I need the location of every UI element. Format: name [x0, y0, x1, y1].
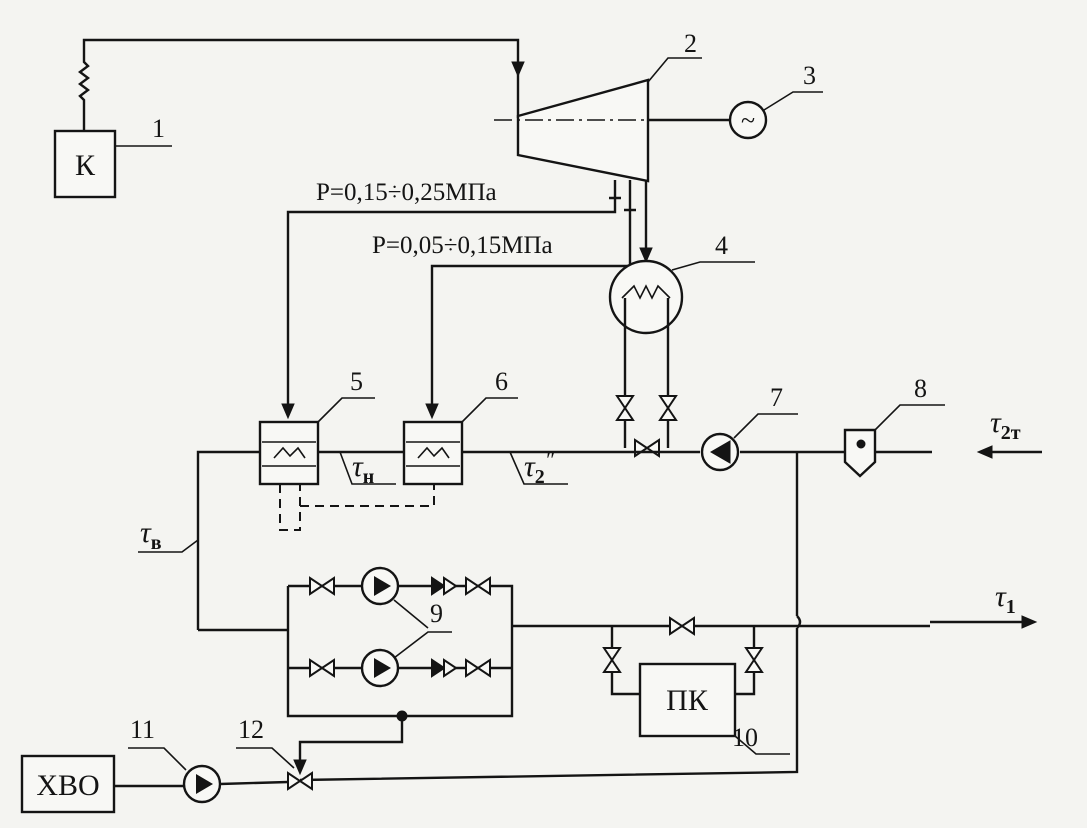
temp-after-upper: τв [140, 516, 162, 554]
water-treatment-label: ХВО [36, 769, 99, 802]
main-steam-line [78, 38, 525, 130]
condensate-pump: 7 [700, 383, 798, 472]
label-11: 11 [130, 715, 155, 744]
label-12: 12 [238, 715, 264, 744]
label-5: 5 [350, 367, 363, 396]
condenser: 4 [608, 231, 755, 335]
extraction-lower-pressure: P=0,05÷0,15МПа [372, 232, 553, 259]
return-arrow: τ2т [976, 406, 1042, 459]
generator: ~ 3 [648, 61, 823, 140]
makeup-line: ХВО 11 12 [20, 715, 313, 814]
label-6: 6 [495, 367, 508, 396]
exhaust-steam-line [639, 180, 653, 264]
condenser-water-lines [616, 298, 677, 457]
supply-temperature: τ1 [995, 580, 1016, 618]
heater-line [196, 450, 932, 630]
temp-after-condenser: τ2″ [524, 447, 555, 488]
turbine: 2 [494, 29, 702, 183]
network-pump-block: 9 [198, 566, 930, 776]
temp-after-lower: τн [352, 450, 374, 488]
heater-upper: 5 [258, 367, 375, 486]
boiler: К 1 [53, 114, 172, 199]
label-10: 10 [732, 723, 758, 752]
boiler-label: К [75, 149, 96, 182]
label-4: 4 [715, 231, 728, 260]
extraction-lines: P=0,15÷0,25МПа P=0,05÷0,15МПа [281, 179, 636, 420]
temperature-labels: τв τн τ2″ [138, 447, 568, 554]
label-2: 2 [684, 29, 697, 58]
label-7: 7 [770, 383, 783, 412]
label-1: 1 [152, 114, 165, 143]
return-temperature: τ2т [990, 406, 1021, 444]
peak-boiler-label: ПК [666, 684, 709, 717]
supply-arrow: τ1 [930, 580, 1038, 629]
extraction-upper-pressure: P=0,15÷0,25МПа [316, 179, 497, 206]
label-3: 3 [803, 61, 816, 90]
generator-symbol: ~ [741, 106, 755, 135]
heater-lower: 6 [402, 367, 518, 486]
peak-boiler: ПК 10 [603, 617, 790, 755]
mud-trap: 8 [843, 374, 945, 478]
drain-lines [279, 484, 435, 531]
label-9: 9 [430, 599, 443, 628]
label-8: 8 [914, 374, 927, 403]
